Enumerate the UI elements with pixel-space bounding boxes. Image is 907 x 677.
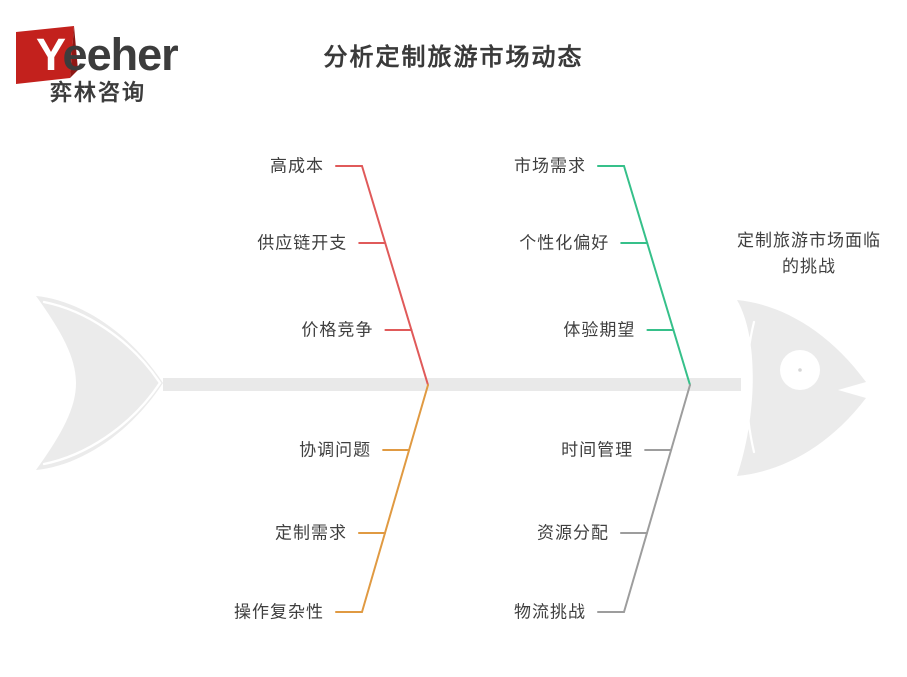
fish-tail-highlight	[42, 300, 162, 466]
cause-label-upper-right-1: 个性化偏好	[519, 233, 610, 253]
cause-label-lower-right-2: 物流挑战	[514, 602, 586, 622]
effect-label: 定制旅游市场面临 的挑战	[723, 228, 895, 281]
cause-label-lower-right-1: 资源分配	[536, 523, 609, 543]
cause-label-upper-left-2: 价格竞争	[301, 320, 374, 340]
cause-label-lower-right-0: 时间管理	[561, 440, 634, 460]
cause-label-lower-left-1: 定制需求	[274, 523, 347, 543]
cause-label-upper-left-0: 高成本	[270, 156, 324, 176]
branch-bone-lower-right	[623, 384, 691, 613]
effect-label-line-2: 的挑战	[782, 257, 836, 277]
page-title: 分析定制旅游市场动态	[323, 45, 584, 71]
fish-head-highlight	[745, 320, 756, 454]
cause-label-upper-left-1: 供应链开支	[257, 233, 348, 253]
logo-word-initial: Y	[36, 29, 64, 80]
fish-tail-shape	[36, 296, 163, 470]
cause-label-lower-left-0: 协调问题	[299, 440, 372, 460]
cause-label-lower-left-2: 操作复杂性	[234, 602, 324, 622]
fish-spine	[163, 378, 741, 391]
effect-label-line-1: 定制旅游市场面临	[737, 231, 881, 250]
cause-label-upper-right-2: 体验期望	[563, 320, 636, 340]
branch-bone-upper-right	[623, 165, 691, 386]
company-logo: Yeeher 弈林咨询	[14, 26, 204, 108]
fish-pupil	[798, 368, 802, 372]
logo-subtitle: 弈林咨询	[50, 80, 147, 105]
cause-label-upper-right-0: 市场需求	[514, 156, 586, 176]
logo-wordmark: Yeeher	[36, 29, 179, 80]
branch-bone-lower-left	[361, 384, 429, 613]
logo-word-rest: eeher	[62, 29, 179, 80]
logo-mark-icon	[16, 26, 78, 84]
branch-bones-layer	[335, 165, 691, 613]
branch-bone-upper-left	[361, 165, 429, 386]
